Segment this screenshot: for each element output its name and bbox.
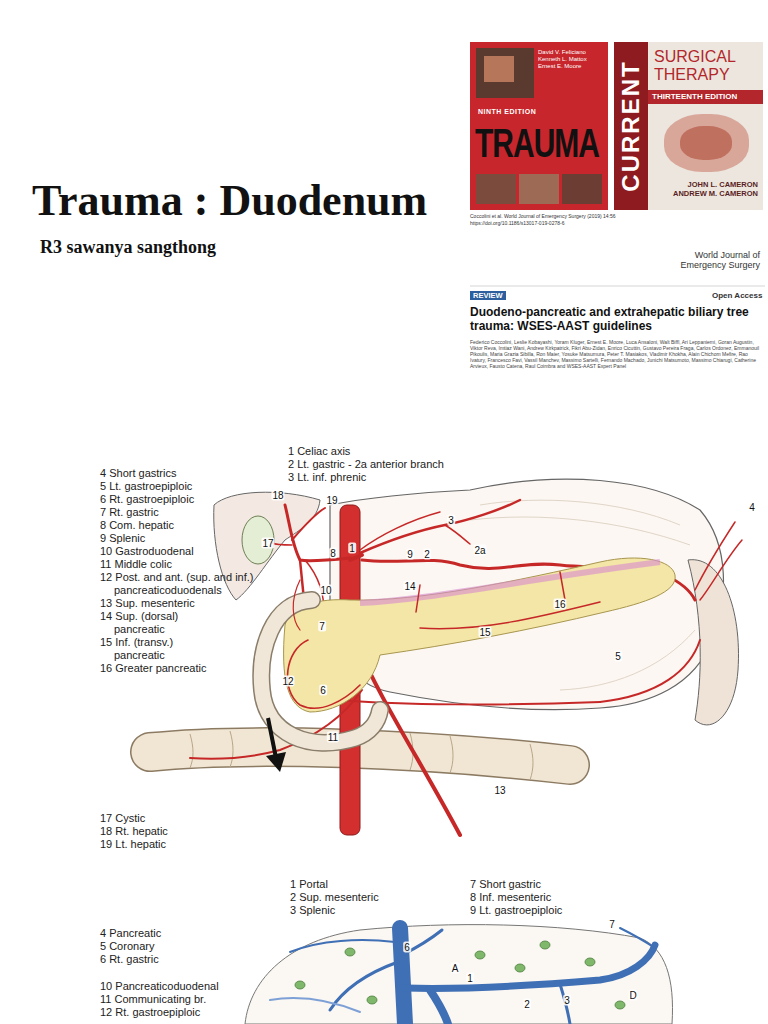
article-type: REVIEW	[470, 291, 506, 300]
legend-item: 3 Lt. inf. phrenic	[288, 471, 366, 484]
doi-line: https://doi.org/10.1186/s13017-019-0278-…	[470, 220, 564, 226]
access-label: Open Access	[712, 291, 762, 300]
callout-number: 19	[325, 495, 338, 506]
legend-item: 9 Splenic	[100, 532, 145, 545]
cover-edition: NINTH EDITION	[478, 108, 536, 116]
callout-number: 11	[327, 732, 339, 743]
pancreatic-arteries	[288, 572, 600, 708]
cover-authors: David V. Feliciano Kenneth L. Mattox Ern…	[538, 49, 604, 70]
author-name: R3 sawanya sangthong	[40, 236, 216, 258]
legend-item: 2 Sup. mesenteric	[290, 891, 379, 904]
citation-line: Coccolini et al. World Journal of Emerge…	[470, 213, 616, 219]
legend-item: 14 Sup. (dorsal) pancreatic	[100, 610, 200, 636]
cover-series: CURRENT	[618, 60, 644, 191]
callout-number: 14	[403, 581, 416, 592]
callout-number: 2	[423, 549, 431, 560]
legend-item: 4 Short gastrics	[100, 467, 176, 480]
callout-number: 8	[329, 548, 337, 559]
gallbladder	[242, 516, 274, 564]
legend-item: 8 Com. hepatic	[100, 519, 174, 532]
legend-item: 3 Splenic	[290, 904, 335, 917]
paper-title: Duodeno-pancreatic and extrahepatic bili…	[470, 305, 765, 333]
arrow-head	[266, 752, 286, 772]
cover-artwork	[484, 56, 514, 82]
legend-item: 12 Rt. gastroepiploic	[100, 1006, 200, 1019]
legend-item: 19 Lt. hepatic	[100, 838, 166, 851]
legend-item: 15 Inf. (transv.) pancreatic	[100, 636, 200, 662]
callout-number: 15	[478, 627, 491, 638]
legend-item: 17 Cystic	[100, 812, 145, 825]
callout-number: 1	[348, 543, 356, 554]
legend-item: 18 Rt. hepatic	[100, 825, 168, 838]
cover-authors: JOHN L. CAMERON ANDREW M. CAMERON	[666, 180, 758, 198]
legend-item: 2 Lt. gastric - 2a anterior branch	[288, 458, 444, 471]
duodenum-outline	[261, 600, 380, 743]
legend-item: 5 Lt. gastroepiploic	[100, 480, 192, 493]
cover-edition: THIRTEENTH EDITION	[652, 92, 737, 102]
paper-authors: Federico Coccolini, Leslie Kobayashi, Yo…	[470, 339, 765, 369]
journal-name: World Journal of Emergency Surgery	[660, 250, 760, 270]
lymph-nodes	[295, 941, 625, 1009]
direction-arrow	[268, 718, 276, 758]
callout-number: 13	[493, 785, 506, 796]
spleen	[688, 560, 739, 725]
slide-title: Trauma : Duodenum	[32, 176, 427, 226]
callout-number: 3	[447, 515, 455, 526]
splenic-vein-strip	[360, 562, 660, 603]
legend-item: 8 Inf. mesenteric	[470, 891, 551, 904]
arterial-plate	[150, 479, 742, 835]
legend-item: 10 Gastroduodenal	[100, 545, 194, 558]
callout-number: A	[451, 963, 460, 974]
callout-number: 2	[523, 999, 531, 1010]
callout-number: 6	[403, 942, 411, 953]
cover-artwork	[519, 174, 559, 204]
legend-item: 16 Greater pancreatic	[100, 662, 206, 675]
callout-number: 3	[563, 995, 571, 1006]
cover-artwork	[680, 126, 732, 160]
liver	[214, 492, 320, 600]
legend-item: 1 Celiac axis	[288, 445, 350, 458]
callout-number: 7	[608, 919, 616, 930]
callout-number: D	[628, 990, 637, 1001]
legend-item: 7 Rt. gastric	[100, 506, 159, 519]
legend-item: 4 Pancreatic	[100, 927, 161, 940]
callout-number: 6	[319, 685, 327, 696]
legend-item: 13 Sup. mesenteric	[100, 597, 195, 610]
duodenum	[261, 600, 380, 743]
callout-number: 18	[271, 490, 284, 501]
cover-artwork	[476, 174, 516, 204]
arteries	[190, 500, 742, 835]
pancreas	[284, 558, 676, 712]
legend-item: 1 Portal	[290, 878, 328, 891]
venous-plate	[245, 925, 673, 1024]
cover-title: TRAUMA	[475, 122, 599, 165]
legend-item: 9 Lt. gastroepiploic	[470, 904, 562, 917]
veins	[270, 928, 655, 1024]
legend-item: 6 Rt. gastroepiploic	[100, 493, 194, 506]
callout-number: 12	[281, 676, 294, 687]
legend-item: 5 Coronary	[100, 940, 154, 953]
legend-item: 7 Short gastric	[470, 878, 541, 891]
rule-line	[470, 286, 765, 287]
callout-number: 4	[748, 502, 756, 513]
stomach-outline	[245, 925, 673, 1024]
callout-number: 2a	[473, 545, 486, 556]
callout-number: 16	[553, 599, 566, 610]
legend-item: 6 Rt. gastric	[100, 953, 159, 966]
callout-number: 17	[261, 538, 274, 549]
legend-item: 11 Middle colic	[100, 558, 172, 571]
cover-title: SURGICAL THERAPY	[654, 48, 760, 84]
callout-number: 9	[406, 549, 414, 560]
legend-item: 11 Communicating br.	[100, 993, 206, 1006]
callout-number: 7	[318, 621, 326, 632]
callout-number: 5	[614, 651, 622, 662]
legend-item: 10 Pancreaticoduodenal	[100, 980, 219, 993]
book-cover: David V. Feliciano Kenneth L. Mattox Ern…	[470, 42, 608, 210]
legend-item: 12 Post. and ant. (sup. and inf.) pancre…	[100, 571, 272, 597]
cover-artwork	[562, 174, 602, 204]
callout-number: 1	[466, 973, 474, 984]
book-cover: CURRENT SURGICAL THERAPY THIRTEENTH EDITIO…	[614, 42, 763, 210]
callout-number: 10	[319, 585, 332, 596]
